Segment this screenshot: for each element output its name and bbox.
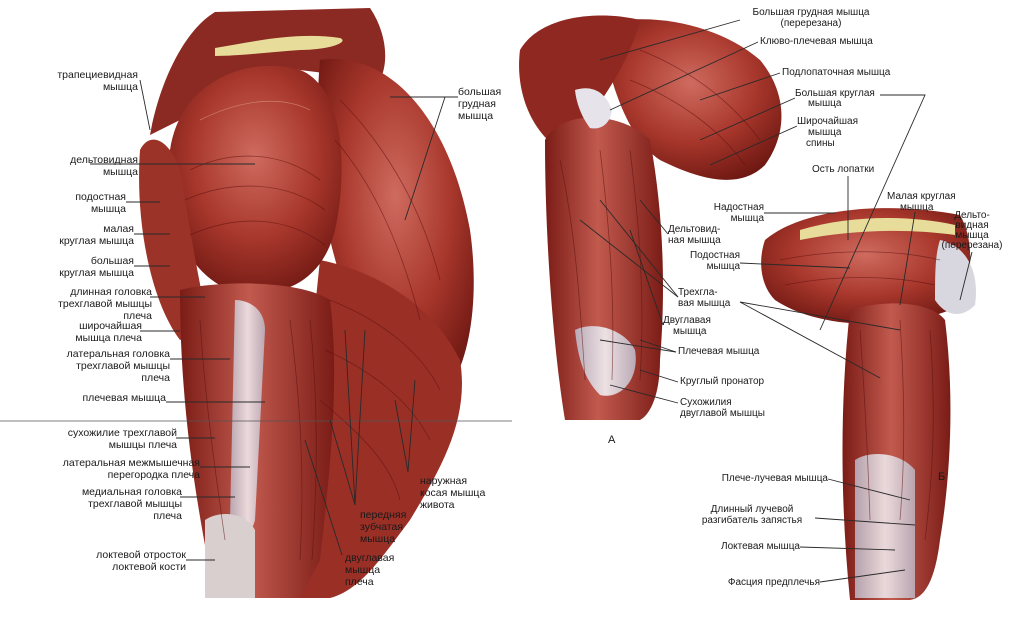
label-scapular-spine: Ость лопатки — [812, 164, 874, 240]
svg-text:Трехгла-вая мышца: Трехгла-вая мышца — [678, 287, 731, 309]
triceps-tendon-shape — [230, 300, 265, 535]
svg-text:Большая грудная мышца(перереза: Большая грудная мышца(перерезана) — [753, 7, 870, 29]
clavicle-fat-band — [215, 35, 343, 56]
label-anconeus: Локтевая мышца — [721, 541, 896, 552]
svg-text:плечевая мышца: плечевая мышца — [82, 392, 166, 404]
coracobrachialis-tendon-shape — [575, 88, 612, 129]
label-brachialis-a: Плечевая мышца — [599, 339, 760, 357]
forearm-fascia-shape — [855, 454, 915, 598]
label-brachialis: плечевая мышца — [82, 392, 265, 404]
label-pec-major-cut: Большая грудная мышца(перерезана) — [599, 7, 870, 61]
serratus-oblique-shape — [300, 260, 462, 598]
label-subscapularis: Подлопаточная мышца — [699, 67, 891, 101]
svg-text:Локтевая мышца: Локтевая мышца — [721, 541, 800, 552]
label-triceps-a: Трехгла-вая мышца — [579, 199, 901, 379]
svg-text:Плечевая мышца: Плечевая мышца — [678, 346, 760, 357]
deltoid-shape — [168, 65, 342, 294]
svg-text:Подлопаточная мышца: Подлопаточная мышца — [782, 67, 891, 78]
label-coracobrachialis: Клюво-плечевая мышца — [609, 36, 873, 111]
svg-text:Клюво-плечевая мышца: Клюво-плечевая мышца — [760, 36, 873, 47]
label-deltoid-a: Дельтовид-ная мышца — [639, 199, 721, 246]
svg-text:Круглый пронатор: Круглый пронатор — [680, 376, 765, 387]
label-forearm-fascia: Фасция предплечья — [728, 569, 906, 588]
spine-of-scapula-shape — [800, 218, 955, 240]
left-illustration — [139, 8, 474, 598]
panel-b-label: Б — [938, 471, 945, 483]
svg-text:Дельтовид-ная мышца: Дельтовид-ная мышца — [668, 224, 721, 246]
pectoral-cut-shape — [519, 15, 640, 151]
panel-a-label: А — [608, 434, 616, 446]
arm-a-shape — [545, 117, 663, 420]
svg-text:Ость лопатки: Ость лопатки — [812, 164, 874, 175]
label-brachioradialis: Плече-лучевая мышца — [722, 473, 911, 501]
label-pronator-teres: Круглый пронатор — [639, 369, 765, 387]
olecranon-shape — [205, 514, 255, 598]
panel-b-illustration — [761, 208, 976, 600]
right-labels: Большая грудная мышца(перерезана) Клюво-… — [579, 7, 1003, 588]
svg-text:Фасция предплечья: Фасция предплечья — [728, 577, 820, 588]
svg-text:Плече-лучевая мышца: Плече-лучевая мышца — [722, 473, 829, 484]
deltoid-cut-shape — [935, 240, 976, 315]
